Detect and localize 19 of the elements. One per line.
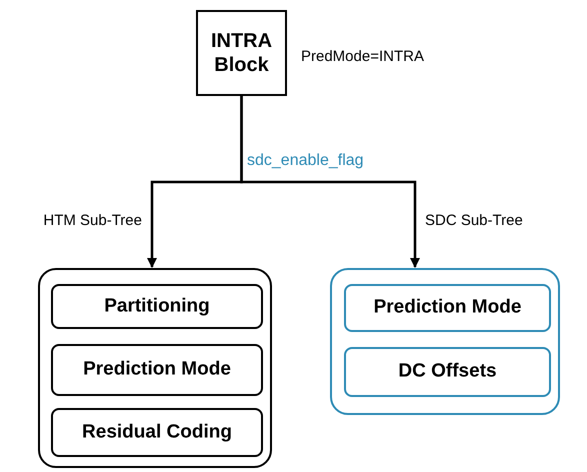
- box-label: Prediction Mode: [372, 296, 522, 320]
- box-label: Partitioning: [103, 295, 211, 318]
- box-label: DC Offsets: [397, 360, 498, 384]
- process-box: [51, 284, 263, 329]
- edge-label: SDC Sub-Tree: [425, 212, 523, 229]
- arrow: [240, 96, 420, 268]
- group-box: [330, 268, 560, 415]
- process-box: [51, 408, 263, 457]
- edge-label: HTM Sub-Tree: [43, 212, 142, 229]
- flag-label: sdc_enable_flag: [247, 152, 364, 170]
- box-label: Prediction Mode: [82, 358, 232, 382]
- process-box: [51, 344, 263, 396]
- box-label: INTRA Block: [210, 29, 274, 77]
- mode-caption: PredMode=INTRA: [301, 48, 424, 65]
- group-box: [38, 268, 272, 468]
- process-box: [344, 347, 551, 397]
- process-box: [344, 284, 551, 332]
- process-box: [196, 10, 287, 96]
- box-label: Residual Coding: [81, 421, 233, 444]
